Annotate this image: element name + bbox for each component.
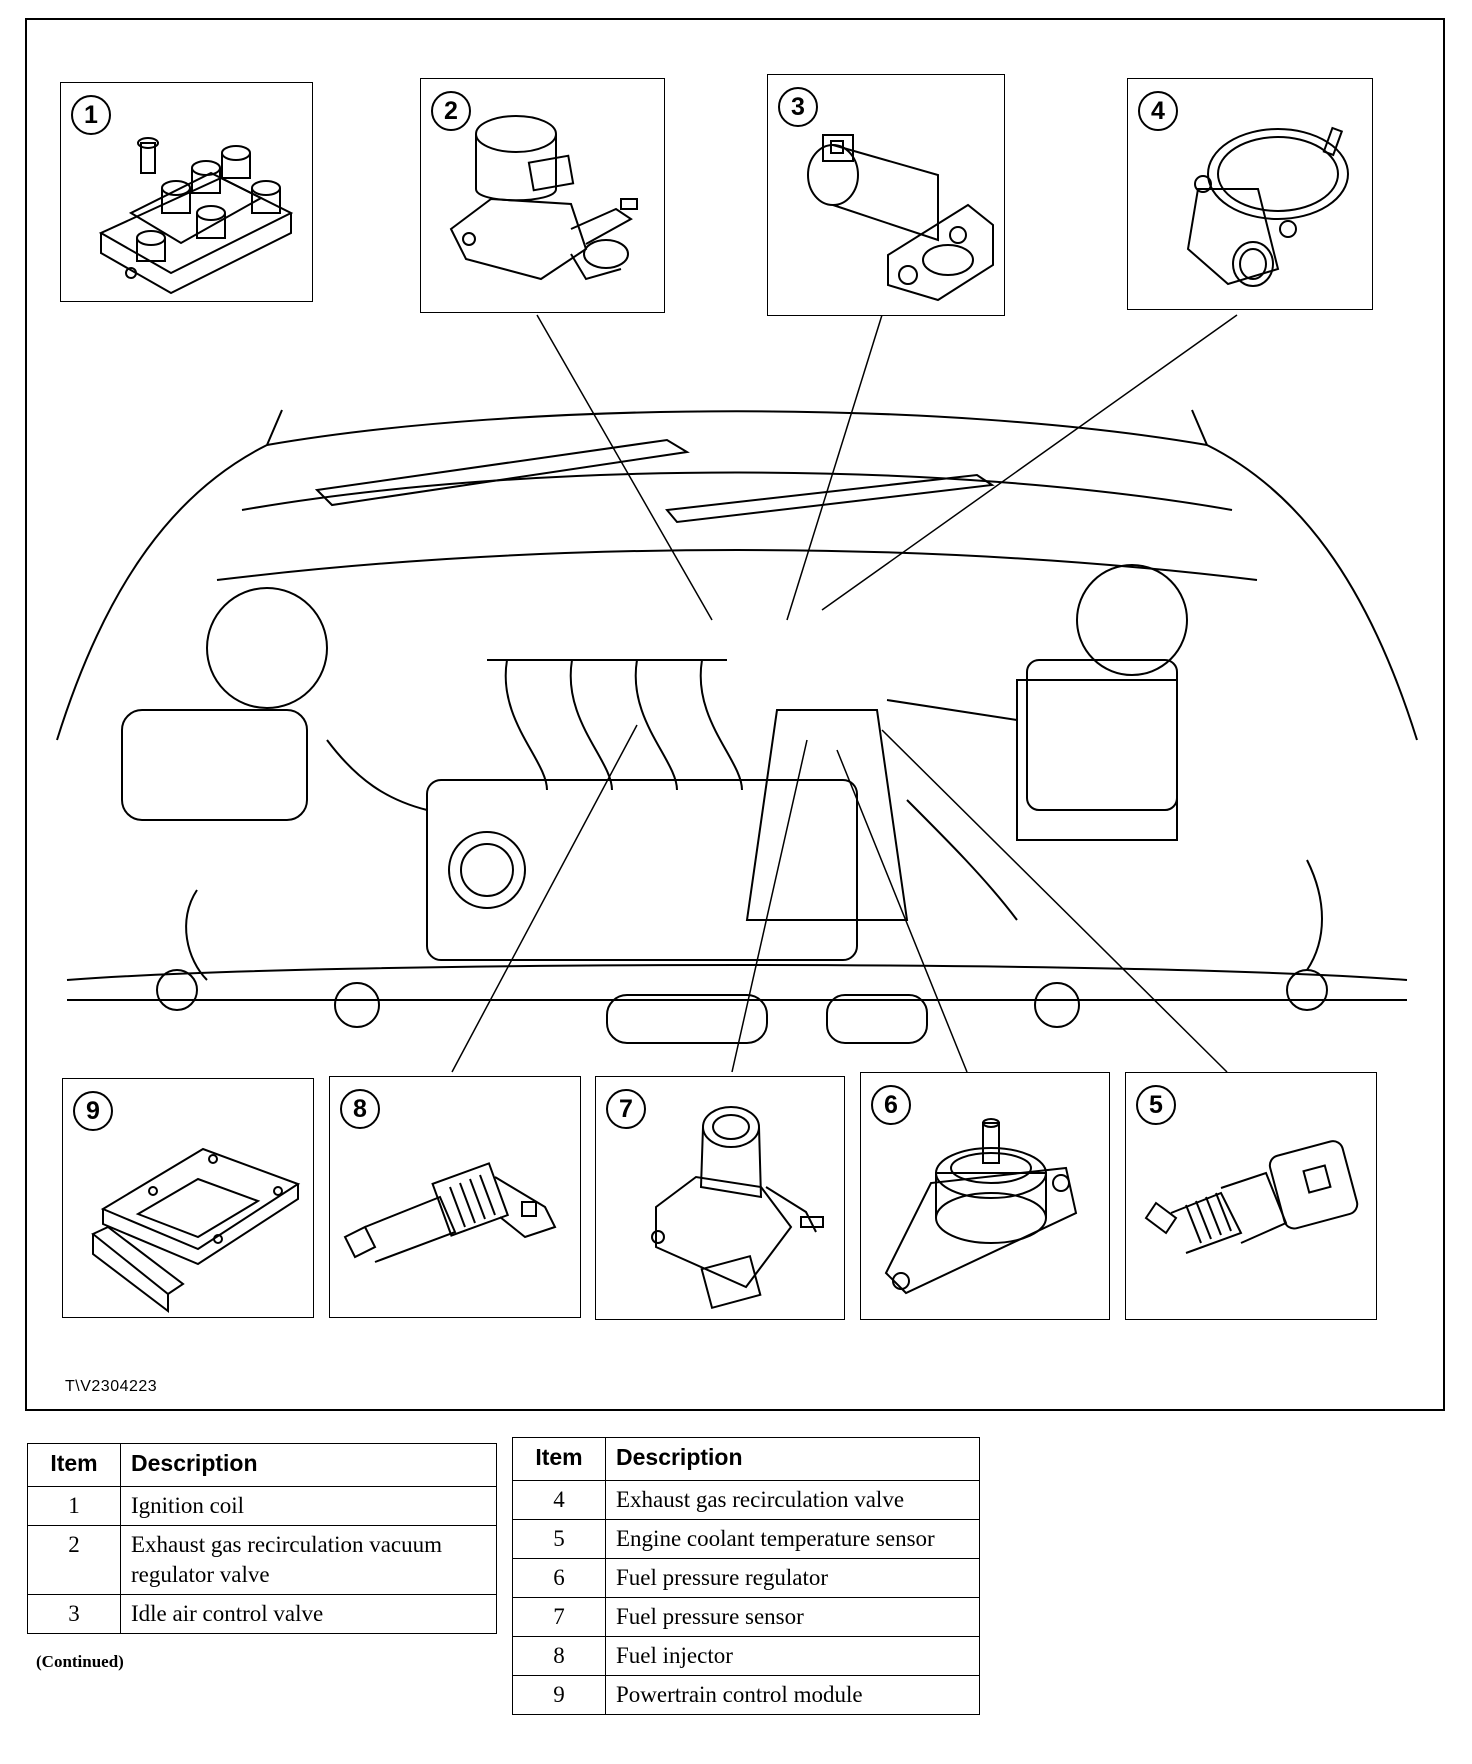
continued-note: (Continued) <box>36 1652 124 1671</box>
table-row: 8 Fuel injector <box>512 1636 980 1676</box>
item-number: 9 <box>512 1675 606 1715</box>
callout-6: 6 <box>860 1072 1110 1320</box>
description-column-header: Description <box>120 1443 497 1487</box>
item-number: 3 <box>27 1594 121 1634</box>
callout-number: 7 <box>606 1089 646 1129</box>
table-header-row: Item Description <box>27 1443 497 1487</box>
fuel-pressure-regulator-icon <box>884 1118 1078 1295</box>
table-row: 2 Exhaust gas recirculation vacuum regul… <box>27 1525 497 1595</box>
item-column-header: Item <box>27 1443 121 1487</box>
callout-2: 2 <box>420 78 665 313</box>
callout-number: 2 <box>431 91 471 131</box>
item-number: 5 <box>512 1519 606 1559</box>
powertrain-control-module-icon <box>91 1147 301 1314</box>
egr-valve-icon <box>1186 126 1349 287</box>
callout-7: 7 <box>595 1076 845 1320</box>
ignition-coil-icon <box>98 137 294 295</box>
callout-number: 4 <box>1138 91 1178 131</box>
item-description: Engine coolant temperature sensor <box>605 1519 980 1559</box>
item-description: Idle air control valve <box>120 1594 497 1634</box>
item-description: Exhaust gas recirculation valve <box>605 1480 980 1520</box>
engine-component-location-figure: 1 2 <box>25 18 1445 1411</box>
table-row: 4 Exhaust gas recirculation valve <box>512 1480 980 1520</box>
fuel-pressure-sensor-icon <box>651 1106 824 1310</box>
fuel-injector-icon <box>343 1162 557 1263</box>
item-description: Fuel pressure regulator <box>605 1558 980 1598</box>
item-number: 6 <box>512 1558 606 1598</box>
item-column-header: Item <box>512 1437 606 1481</box>
egr-vacuum-regulator-icon <box>449 115 638 281</box>
table-row: 1 Ignition coil <box>27 1486 497 1526</box>
item-description: Powertrain control module <box>605 1675 980 1715</box>
callout-4: 4 <box>1127 78 1373 310</box>
callout-number: 8 <box>340 1089 380 1129</box>
item-number: 1 <box>27 1486 121 1526</box>
figure-reference-code: T\V2304223 <box>65 1378 158 1395</box>
item-description: Fuel injector <box>605 1636 980 1676</box>
item-number: 4 <box>512 1480 606 1520</box>
item-number: 7 <box>512 1597 606 1637</box>
parts-table-left: Item Description 1 Ignition coil 2 Exhau… <box>27 1443 497 1634</box>
table-row: 9 Powertrain control module <box>512 1675 980 1715</box>
callout-1: 1 <box>60 82 313 302</box>
callout-5: 5 <box>1125 1072 1377 1320</box>
callout-number: 1 <box>71 95 111 135</box>
item-description: Exhaust gas recirculation vacuum regulat… <box>120 1525 497 1595</box>
table-row: 7 Fuel pressure sensor <box>512 1597 980 1637</box>
parts-table-right: Item Description 4 Exhaust gas recircula… <box>512 1437 980 1715</box>
idle-air-control-valve-icon <box>807 134 994 302</box>
callout-8: 8 <box>329 1076 581 1318</box>
table-row: 6 Fuel pressure regulator <box>512 1558 980 1598</box>
item-number: 2 <box>27 1525 121 1595</box>
callout-number: 5 <box>1136 1085 1176 1125</box>
table-header-row: Item Description <box>512 1437 980 1481</box>
callout-number: 9 <box>73 1091 113 1131</box>
callout-3: 3 <box>767 74 1005 316</box>
callout-number: 3 <box>778 87 818 127</box>
callout-number: 6 <box>871 1085 911 1125</box>
description-column-header: Description <box>605 1437 980 1481</box>
table-row: 5 Engine coolant temperature sensor <box>512 1519 980 1559</box>
callout-9: 9 <box>62 1078 314 1318</box>
item-description: Fuel pressure sensor <box>605 1597 980 1637</box>
table-row: 3 Idle air control valve <box>27 1594 497 1634</box>
engine-bay-drawing <box>56 314 1418 1073</box>
item-number: 8 <box>512 1636 606 1676</box>
item-description: Ignition coil <box>120 1486 497 1526</box>
coolant-temperature-sensor-icon <box>1144 1140 1359 1254</box>
